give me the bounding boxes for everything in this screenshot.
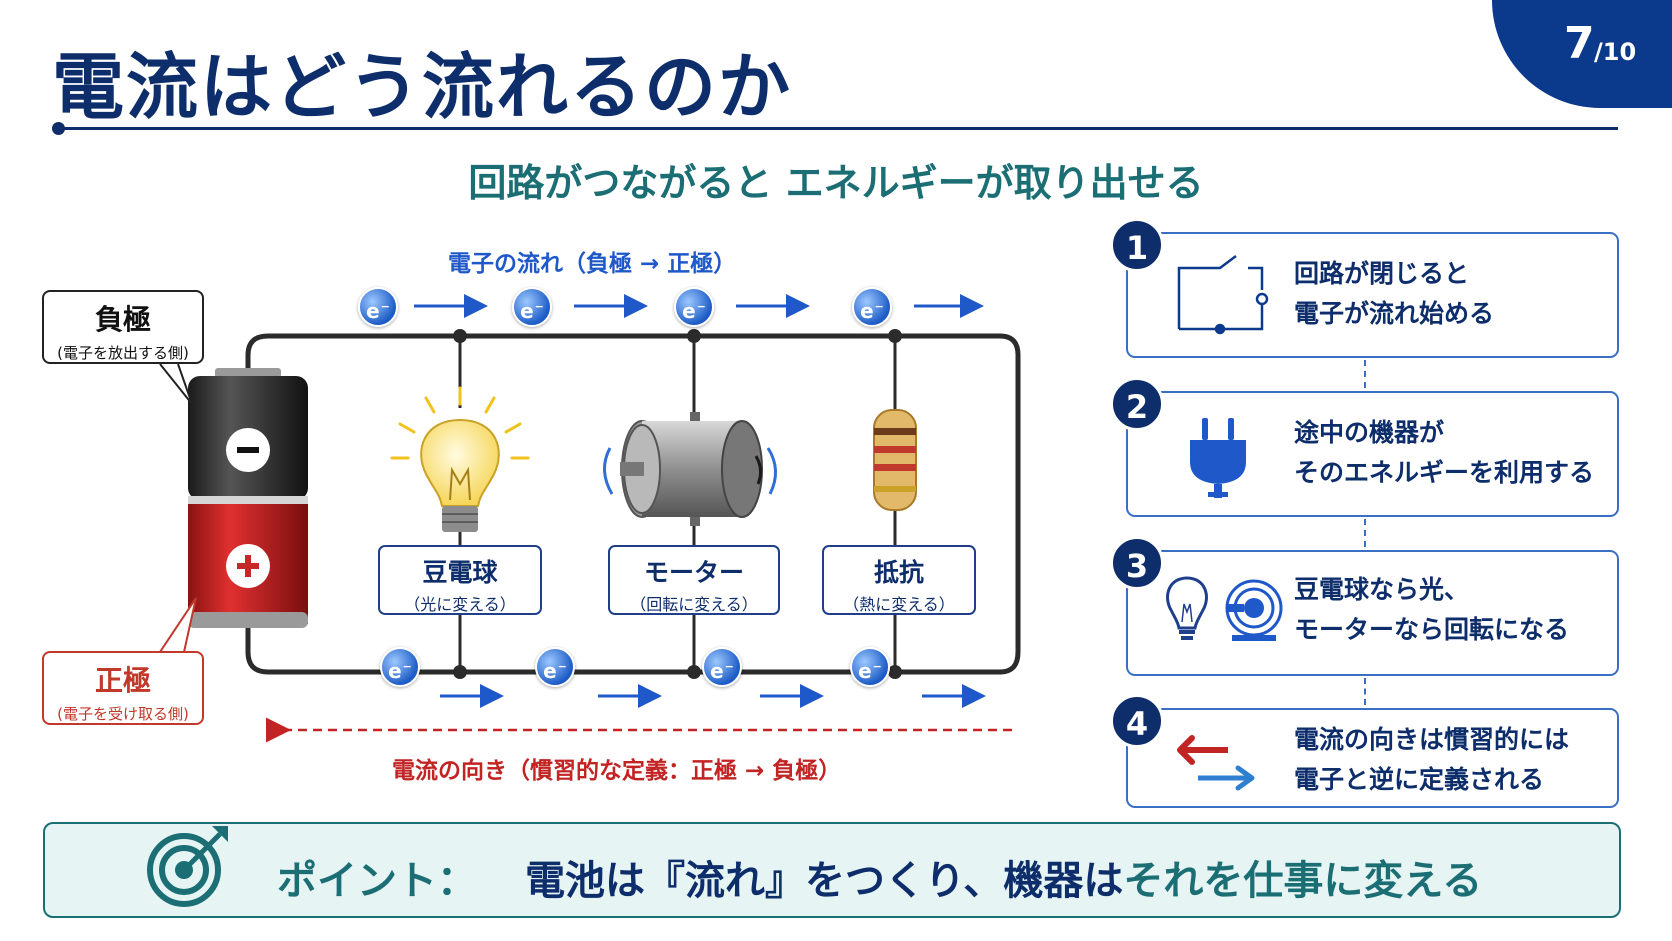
step-number: 1 <box>1110 218 1164 272</box>
bulb-label-name: 豆電球 <box>422 558 498 587</box>
plus-terminal-icon <box>226 544 270 588</box>
motor-label-note: （回転に変える） <box>630 595 758 614</box>
step-line: 途中の機器が <box>1294 418 1445 447</box>
motor-label: モーター （回転に変える） <box>608 545 780 615</box>
step-line: 豆電球なら光、 <box>1294 575 1470 604</box>
motor-label-name: モーター <box>643 558 744 587</box>
positive-terminal-note: (電子を受け取る側) <box>57 705 189 723</box>
step-number: 2 <box>1110 377 1164 431</box>
page-title: 電流はどう流れるのか <box>52 45 793 129</box>
light-bulb-icon <box>390 386 530 532</box>
circuit-wires <box>245 333 1021 675</box>
wire-junctions <box>453 329 902 679</box>
negative-terminal-label: 負極 <box>94 303 151 336</box>
negative-terminal-callout: 負極 (電子を放出する側) <box>42 290 204 364</box>
title-rule <box>56 127 1618 130</box>
key-point-message-part1: 電池は『流れ』をつくり、機器は <box>525 858 1124 904</box>
electron-icon: e− <box>512 287 552 327</box>
resistor-label: 抵抗 （熱に変える） <box>822 545 976 615</box>
minus-terminal-icon <box>226 428 270 472</box>
negative-terminal-note: (電子を放出する側) <box>57 344 189 362</box>
step-line: モーターなら回転になる <box>1294 615 1570 644</box>
step-number: 3 <box>1110 536 1164 590</box>
key-point-banner: ポイント： 電池は『流れ』をつくり、機器はそれを仕事に変える <box>43 822 1621 918</box>
subtitle: 回路がつながると エネルギーが取り出せる <box>468 161 1204 205</box>
resistor-icon <box>873 409 917 511</box>
step-line: 電流の向きは慣習的には <box>1294 725 1570 754</box>
electron-icon: e− <box>674 287 714 327</box>
current-direction-label: 電流の向き（慣習的な定義：正極 → 負極） <box>392 758 842 784</box>
positive-terminal-callout: 正極 (電子を受け取る側) <box>42 651 204 725</box>
electron-flow-label: 電子の流れ（負極 → 正極） <box>448 251 737 277</box>
step-card-3: 3 豆電球なら光、 モーターなら回転になる <box>1110 536 1619 676</box>
motor-icon <box>603 412 777 526</box>
step-line: そのエネルギーを利用する <box>1294 458 1595 487</box>
positive-callout-pointer <box>159 597 197 653</box>
step-card-1: 1 回路が閉じると 電子が流れ始める <box>1110 218 1619 358</box>
electron-flow-arrows <box>414 294 986 708</box>
electron-icon: e− <box>358 287 398 327</box>
key-point-label: ポイント： <box>277 858 477 904</box>
step-number: 4 <box>1110 694 1164 748</box>
key-point-message: 電池は『流れ』をつくり、機器はそれを仕事に変える <box>525 848 1482 906</box>
bulb-label-note: （光に変える） <box>404 595 516 614</box>
electron-icon: e− <box>535 647 575 687</box>
electron-icon: e− <box>380 647 420 687</box>
step-line: 電子と逆に定義される <box>1294 765 1545 794</box>
step-line: 電子が流れ始める <box>1294 299 1495 328</box>
step-connector <box>1364 678 1366 705</box>
step-connector <box>1364 519 1366 547</box>
electron-icon: e− <box>702 647 742 687</box>
resistor-label-name: 抵抗 <box>873 558 924 587</box>
electron-icon: e− <box>850 647 890 687</box>
electron-icon: e− <box>852 287 892 327</box>
battery <box>188 368 308 628</box>
page-total: /10 <box>1594 38 1637 66</box>
page-number-badge: 7 /10 <box>1492 0 1672 108</box>
step-card-2: 2 途中の機器が そのエネルギーを利用する <box>1110 377 1619 517</box>
step-card-4: 4 電流の向きは慣習的には 電子と逆に定義される <box>1110 694 1619 808</box>
page-current: 7 <box>1564 18 1595 69</box>
positive-terminal-label: 正極 <box>94 664 151 697</box>
step-connector <box>1364 360 1366 388</box>
bulb-label: 豆電球 （光に変える） <box>378 545 542 615</box>
resistor-label-note: （熱に変える） <box>843 595 955 614</box>
step-line: 回路が閉じると <box>1294 259 1470 288</box>
key-point-message-part2: それを仕事に変える <box>1123 858 1483 904</box>
negative-callout-pointer <box>159 363 193 405</box>
